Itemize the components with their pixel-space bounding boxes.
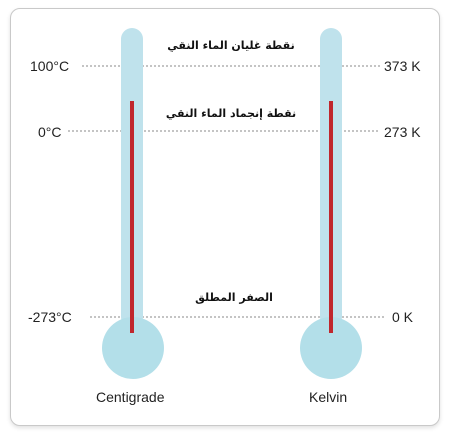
diagram-frame [10,8,440,426]
kelvin-absolute-zero-label: 0 K [392,309,414,325]
centigrade-bulb [102,317,164,379]
kelvin-freezing-label: 273 K [384,124,421,140]
celsius-boiling-label: 100°C [30,58,69,74]
kelvin-bulb [300,317,362,379]
centigrade-scale-name: Centigrade [96,389,165,405]
kelvin-mercury [329,101,333,333]
absolute-zero-annotation: الصفر المطلق [195,291,273,304]
kelvin-thermometer [300,28,362,379]
kelvin-scale-name: Kelvin [309,389,347,405]
centigrade-thermometer [102,28,164,379]
celsius-absolute-zero-label: -273°C [28,309,72,325]
freezing-point-annotation: نقطة إنجماد الماء النقي [166,107,296,120]
celsius-freezing-label: 0°C [38,124,62,140]
kelvin-boiling-label: 373 K [384,58,421,74]
boiling-point-annotation: نقطة غليان الماء النقي [167,39,294,52]
centigrade-mercury [130,101,134,333]
